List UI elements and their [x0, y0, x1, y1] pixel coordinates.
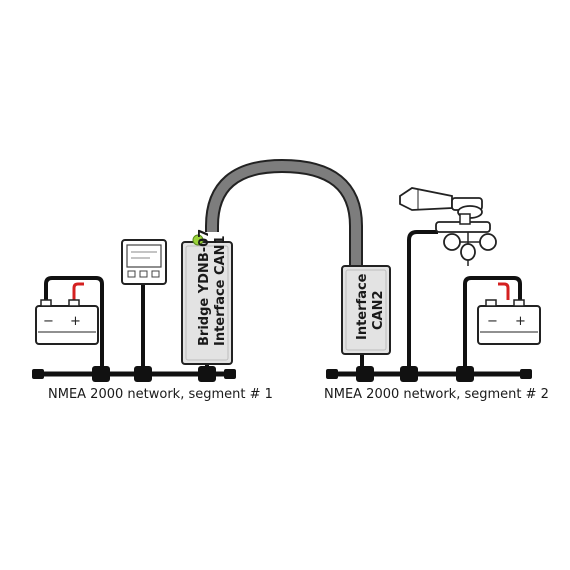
can2-module: Interface CAN2 [341, 265, 391, 366]
battery-right: − + [463, 276, 541, 366]
can2-label-line2: CAN2 [371, 290, 386, 330]
bridge-cable [205, 158, 363, 266]
segment2-backbone [326, 366, 532, 382]
bridge-label-line1: Bridge YDNB-07 [197, 229, 212, 346]
segment1-label: NMEA 2000 network, segment # 1 [48, 387, 273, 402]
segment1-backbone [32, 366, 236, 382]
battery-icon [477, 299, 541, 345]
display-instrument-icon [121, 239, 167, 285]
battery-left: − + [35, 276, 104, 366]
wind-sensor-icon [399, 187, 497, 266]
display-instrument [121, 239, 167, 366]
battery-right-minus: − [487, 314, 498, 329]
battery-right-plus: + [515, 314, 526, 329]
can2-label-line1: Interface [355, 273, 370, 340]
wind-sensor [399, 187, 497, 366]
battery-left-minus: − [43, 314, 54, 329]
led-indicator-icon [192, 234, 204, 246]
bridge-label-line2: Interface CAN1 [213, 235, 228, 346]
battery-left-plus: + [70, 314, 81, 329]
bridge-module: Bridge YDNB-07 Interface CAN1 [181, 229, 233, 366]
segment2-label: NMEA 2000 network, segment # 2 [324, 387, 549, 402]
battery-icon [35, 299, 99, 345]
